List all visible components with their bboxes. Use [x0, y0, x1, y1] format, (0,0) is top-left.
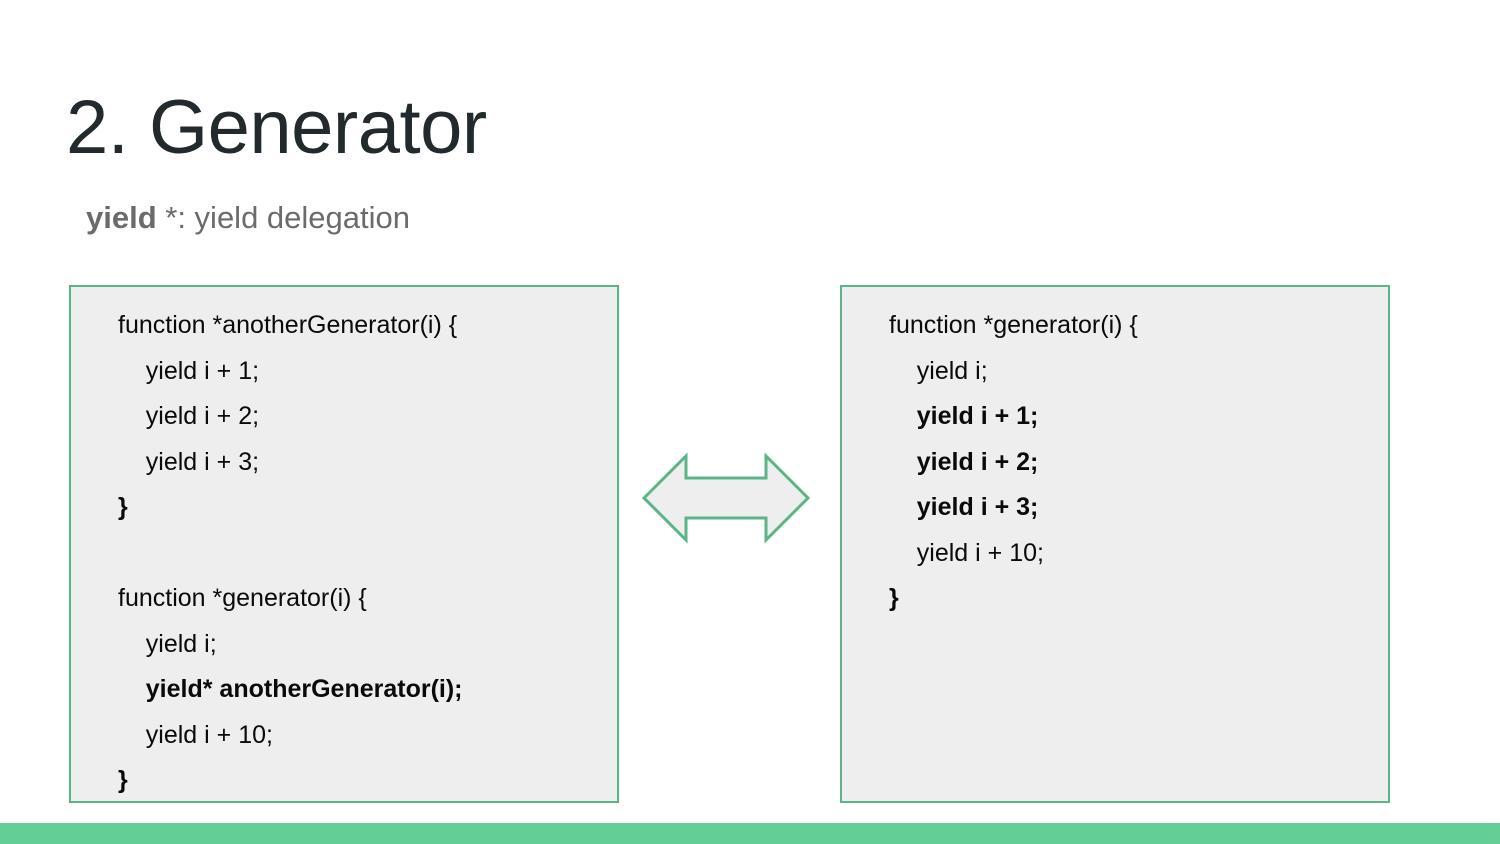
code-line: yield i + 10;: [889, 538, 1044, 567]
code-line: yield i;: [118, 629, 217, 658]
code-line: yield i + 10;: [118, 720, 273, 749]
subtitle-rest: *: yield delegation: [156, 200, 410, 235]
code-line: }: [118, 493, 128, 521]
code-line: }: [889, 584, 899, 612]
code-line: function *generator(i) {: [118, 584, 367, 612]
code-line: yield* anotherGenerator(i);: [118, 675, 463, 703]
code-line: yield i + 3;: [889, 493, 1039, 521]
code-line: yield i + 1;: [889, 402, 1039, 430]
code-line: function *generator(i) {: [889, 311, 1138, 339]
code-line: yield i + 2;: [118, 402, 260, 430]
code-line: yield i + 1;: [118, 356, 260, 385]
code-line: }: [118, 766, 128, 794]
page-subtitle: yield *: yield delegation: [86, 198, 410, 238]
page-title: 2. Generator: [66, 85, 487, 170]
code-panel-left-body: function *anotherGenerator(i) { yield i …: [118, 303, 607, 804]
code-line: yield i + 2;: [889, 447, 1039, 476]
double-arrow-icon: [640, 452, 812, 544]
code-panel-right-body: function *generator(i) { yield i; yield …: [889, 303, 1378, 622]
subtitle-keyword: yield: [86, 200, 157, 235]
code-panel-right: function *generator(i) { yield i; yield …: [840, 285, 1390, 803]
bottom-accent-bar: [0, 823, 1500, 844]
code-line: function *anotherGenerator(i) {: [118, 311, 458, 339]
code-panel-left: function *anotherGenerator(i) { yield i …: [69, 285, 619, 803]
code-line: yield i;: [889, 356, 988, 385]
code-line: yield i + 3;: [118, 447, 260, 476]
